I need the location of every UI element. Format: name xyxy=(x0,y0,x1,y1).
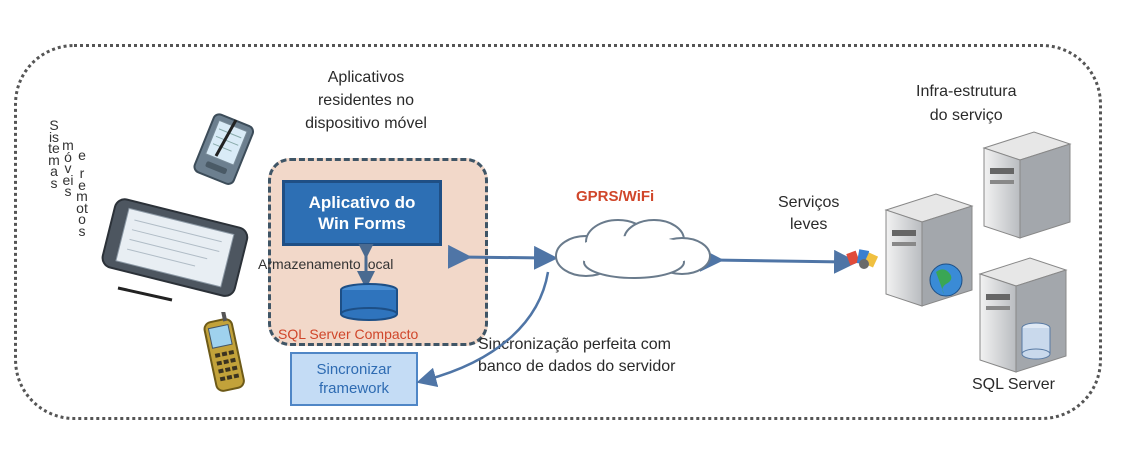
pda-icon xyxy=(193,113,255,185)
sql-server-db-icon xyxy=(1021,322,1051,360)
infra-label: Infra-estrutura do serviço xyxy=(916,80,1016,128)
devices-vertical-text-2: móveis xyxy=(62,137,74,199)
apps-label: Aplicativos residentes no dispositivo mó… xyxy=(270,66,462,135)
server-bottom-icon xyxy=(978,257,1068,373)
sync-description: Sincronização perfeita com banco de dado… xyxy=(478,334,675,378)
devices-vertical-text-3: e xyxy=(78,147,86,163)
sync-framework-line-1: Sincronizar xyxy=(316,361,392,378)
devices-vertical-text-4: remotos xyxy=(76,165,88,239)
devices-vertical-text-1: Sistemas xyxy=(48,117,60,191)
services-label-line-2: leves xyxy=(790,216,828,233)
apps-label-line-2: residentes no xyxy=(317,92,415,109)
winforms-label-line-1: Aplicativo do xyxy=(308,193,416,212)
cloud-services-arrow xyxy=(699,247,858,274)
sql-server-label: SQL Server xyxy=(972,376,1055,393)
services-label-line-1: Serviços xyxy=(778,194,840,211)
server-top-icon xyxy=(982,131,1072,239)
app-storage-arrow xyxy=(357,244,375,286)
infra-label-line-2: do serviço xyxy=(929,107,1003,124)
sync-description-line-1: Sincronização perfeita com xyxy=(478,336,671,353)
winforms-app-box: Aplicativo do Win Forms xyxy=(282,180,442,246)
server-cluster-icon xyxy=(884,131,1072,373)
sync-description-line-2: banco de dados do servidor xyxy=(478,358,676,375)
database-icon xyxy=(340,283,398,321)
services-label: Serviços leves xyxy=(778,192,839,236)
winforms-label-line-2: Win Forms xyxy=(318,214,406,233)
sync-framework-line-2: framework xyxy=(318,380,389,397)
globe-icon xyxy=(929,263,963,297)
system-boundary xyxy=(14,44,1102,420)
sync-framework-box: Sincronizar framework xyxy=(290,352,418,406)
sync-curve-arrow xyxy=(416,271,550,388)
sql-compact-label: SQL Server Compacto xyxy=(278,326,419,342)
device-cloud-arrow xyxy=(447,244,558,270)
services-icon xyxy=(846,249,879,269)
apps-label-line-1: Aplicativos xyxy=(327,69,405,86)
apps-label-line-3: dispositivo móvel xyxy=(305,115,427,132)
cloud-icon xyxy=(555,219,711,279)
mobile-phone-icon xyxy=(203,312,245,392)
network-label: GPRS/WiFi xyxy=(576,188,655,205)
tablet-icon xyxy=(101,198,249,302)
infra-label-line-1: Infra-estrutura xyxy=(916,83,1017,100)
